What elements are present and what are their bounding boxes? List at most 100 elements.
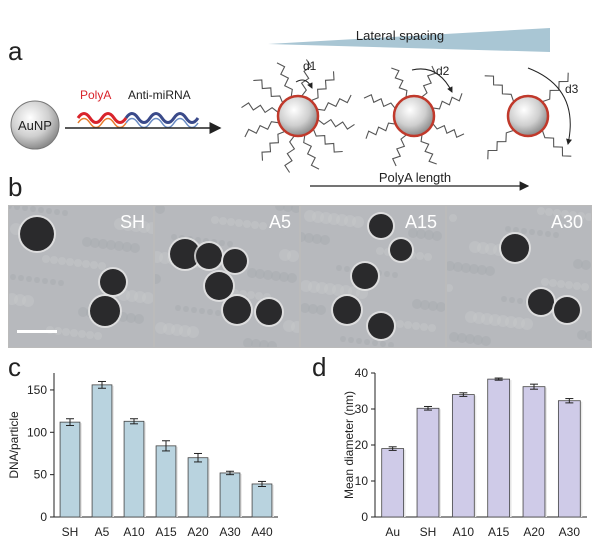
y-tick-label: 30 (355, 402, 369, 416)
y-tick-label: 100 (27, 425, 47, 439)
lateral-spacing-wedge (268, 28, 550, 52)
tem-texture (505, 226, 511, 232)
dna-strand (391, 67, 408, 97)
tem-texture (14, 206, 20, 210)
tem-texture (581, 260, 591, 270)
tem-texture (155, 206, 165, 214)
bar-SH (416, 407, 440, 518)
tem-texture (243, 338, 253, 347)
tem-texture (569, 211, 577, 219)
tem-texture (22, 295, 34, 307)
panel-a-label: a (8, 36, 23, 66)
x-tick-label: A5 (95, 525, 110, 539)
tem-texture (301, 303, 310, 313)
tem-texture (146, 222, 153, 234)
tem-texture (348, 337, 354, 343)
tem-texture (62, 210, 68, 216)
tem-texture (46, 208, 52, 214)
tem-texture (408, 228, 418, 238)
tem-texture (517, 298, 523, 304)
tem-texture (42, 278, 48, 284)
tem-texture (336, 265, 342, 271)
dna-strand (284, 136, 296, 173)
tem-texture (581, 283, 589, 291)
dna-strand (313, 129, 343, 153)
tem-texture (320, 235, 330, 245)
tem-texture (227, 241, 233, 247)
tem-texture (98, 262, 106, 270)
tem-texture (553, 209, 561, 217)
tem-texture (308, 304, 318, 314)
tem-texture (340, 336, 346, 342)
dna-strand (391, 134, 407, 167)
aunp-sphere (10, 100, 60, 150)
tem-texture (428, 301, 438, 311)
tem-texture (436, 302, 445, 312)
tem-texture (126, 313, 136, 323)
tem-texture (416, 229, 426, 239)
particle-1 (241, 59, 355, 173)
tem-texture (211, 216, 219, 224)
tem-texture (364, 339, 370, 345)
bar-A30 (219, 472, 241, 518)
tem-particle (100, 269, 126, 295)
tem-texture (70, 329, 78, 337)
tem-texture (207, 309, 213, 315)
tem-texture (432, 231, 442, 241)
tem-texture (509, 297, 515, 303)
antimirna-label: Anti-miRNA (128, 88, 191, 102)
polya-label: PolyA (80, 88, 111, 102)
tem-texture (287, 250, 299, 262)
tem-texture (316, 305, 326, 315)
d1-arc (295, 79, 313, 89)
tem-texture (344, 266, 350, 272)
y-tick-label: 40 (355, 366, 369, 380)
panel-c-label: c (8, 352, 21, 382)
tem-texture (106, 240, 116, 250)
tem-texture (134, 314, 144, 324)
tem-texture (513, 227, 519, 233)
tem-particle (205, 272, 233, 300)
dna-strand (276, 62, 293, 97)
tem-texture (312, 234, 322, 244)
tem-texture (449, 214, 457, 222)
tem-texture (271, 271, 281, 281)
tem-texture (267, 341, 277, 347)
x-tick-label: A15 (155, 525, 177, 539)
dna-strand (432, 123, 465, 139)
tem-texture (82, 237, 92, 247)
x-tick-label: A40 (251, 525, 273, 539)
dna-strand (241, 102, 278, 114)
tem-texture (275, 206, 285, 211)
tem-texture (529, 229, 535, 235)
antimirna-strand (124, 112, 200, 124)
tem-texture (453, 262, 463, 272)
tem-texture (22, 206, 28, 211)
tem-texture (447, 261, 455, 271)
dna-strand (363, 93, 396, 109)
particle-2 (363, 65, 465, 167)
tem-texture (396, 320, 404, 328)
tem-texture (388, 342, 394, 347)
tem-texture (304, 233, 314, 243)
tem-texture (404, 321, 412, 329)
tem-texture (219, 240, 225, 246)
tem-texture (372, 340, 378, 346)
tem-texture (473, 335, 483, 345)
tem-texture (86, 331, 94, 339)
dna-strand (542, 130, 572, 157)
tem-texture (251, 339, 261, 347)
tem-texture (545, 208, 553, 216)
y-axis-label: DNA/particle (7, 411, 21, 479)
tem-texture (565, 281, 573, 289)
tem-texture (352, 216, 364, 228)
tem-texture (42, 255, 50, 263)
tem-texture (90, 261, 98, 269)
tem-texture (50, 256, 58, 264)
tem-texture (66, 258, 74, 266)
tem-image-a30: A30 (446, 205, 592, 348)
tem-particle (333, 296, 361, 324)
panel-b-label: b (8, 172, 23, 202)
